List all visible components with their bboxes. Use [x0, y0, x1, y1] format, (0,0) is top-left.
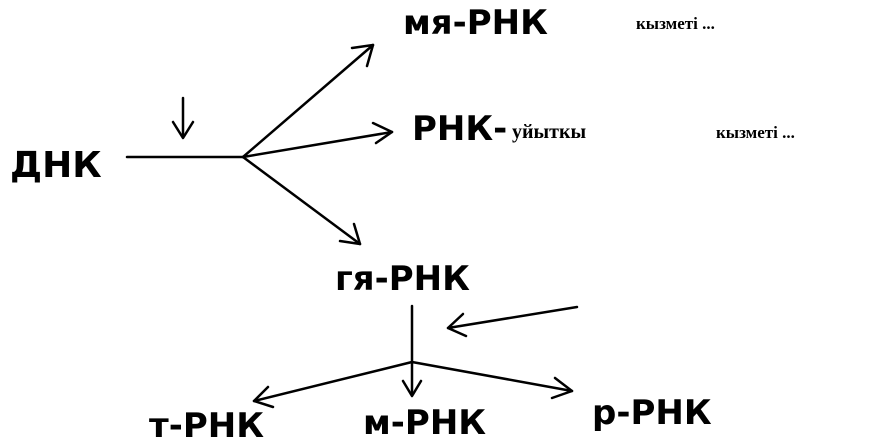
arrowhead-r-rna: [550, 376, 574, 400]
arrowhead-m-rna: [401, 379, 423, 398]
rna-uiytky-prefix-label: РНК-: [412, 109, 508, 149]
arrow-to-rna-uiytky: [241, 130, 394, 159]
arrow-to-mya-rna: [241, 43, 375, 159]
dna-input-arrowhead: [171, 120, 195, 140]
dna-label: ДНК: [10, 145, 102, 186]
arrow-to-t-rna: [252, 360, 414, 403]
arrowhead-t-rna: [252, 385, 275, 409]
arrowhead-mya-rna: [350, 43, 375, 68]
r-rna-label: р-РНК: [592, 393, 712, 433]
rna-uiytky-suffix-label: уйыткы: [512, 121, 587, 143]
t-rna-label: т-РНК: [149, 406, 264, 446]
function-label-1: кызметі ...: [636, 14, 715, 33]
function-label-2: кызметі ...: [716, 123, 795, 142]
arrow-to-gya-rna: [241, 155, 362, 246]
m-rna-label: м-РНК: [363, 403, 487, 443]
gya-rna-label: гя-РНК: [335, 259, 470, 299]
mya-rna-label: мя-РНК: [403, 3, 548, 43]
arrow-to-r-rna: [410, 360, 574, 393]
gya-rna-input-arrow: [446, 305, 579, 330]
arrowhead-gya-rna: [338, 222, 362, 246]
arrowhead-rna-uiytky: [371, 121, 394, 145]
gya-rna-input-arrowhead: [446, 312, 468, 338]
